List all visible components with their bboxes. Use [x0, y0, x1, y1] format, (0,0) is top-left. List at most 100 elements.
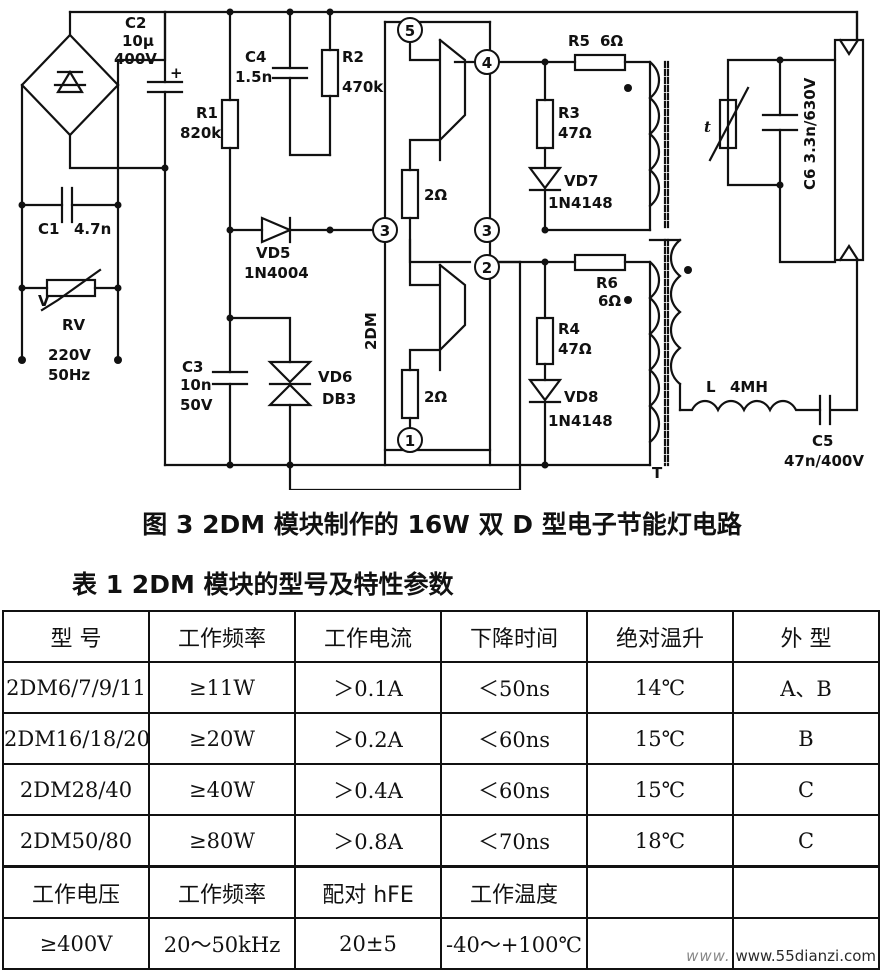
label-vd7-part: 1N4148 [548, 194, 613, 212]
label-vd8-part: 1N4148 [548, 412, 613, 430]
label-r-emitter-upper: 2Ω [424, 186, 447, 204]
label-vd6: VD6 [318, 368, 353, 386]
label-inductor: L [706, 378, 716, 396]
label-thermistor: t [704, 118, 711, 136]
label-c3: C3 [182, 358, 203, 376]
label-r3-value: 47Ω [558, 124, 592, 142]
label-c4-value: 1.5n [235, 68, 272, 86]
table-cell: -40～+100℃ [440, 917, 588, 970]
label-c3-voltage: 50V [180, 396, 213, 414]
table-cell: ≥20W [148, 712, 296, 765]
label-r5-value: 6Ω [600, 32, 623, 50]
watermark-site: www.55dianzi.com [735, 947, 876, 965]
label-c2-value: 10μ [122, 32, 154, 50]
label-c1-value: 4.7n [74, 220, 111, 238]
table-cell: ≥11W [148, 661, 296, 714]
table-header-row: 型 号 工作频率 工作电流 下降时间 绝对温升 外 型 [2, 610, 880, 663]
label-r5: R5 [568, 32, 590, 50]
table-cell: ＞0.8A [294, 814, 442, 868]
watermark-www: www. [686, 947, 731, 965]
table-cell: 20±5 [294, 917, 442, 970]
table-cell: 2DM28/40 [2, 763, 150, 816]
label-c2-plus: + [170, 64, 183, 82]
table-title: 表 1 2DM 模块的型号及特性参数 [72, 570, 454, 599]
label-c4: C4 [245, 48, 266, 66]
table-cell: ＜50ns [440, 661, 588, 714]
table-cell: ≥40W [148, 763, 296, 816]
pin-3-left: 3 [380, 222, 390, 240]
header-cell: 下降时间 [440, 610, 588, 663]
label-r1: R1 [196, 104, 218, 122]
table-cell: ＜60ns [440, 763, 588, 816]
table-cell: C [732, 814, 880, 868]
label-c3-value: 10n [180, 376, 212, 394]
table-cell: 14℃ [586, 661, 734, 714]
label-c5: C5 [812, 432, 833, 450]
header-cell: 工作频率 [148, 865, 296, 919]
label-vd6-part: DB3 [322, 390, 356, 408]
label-r4-value: 47Ω [558, 340, 592, 358]
table-cell: 2DM6/7/9/11 [2, 661, 150, 714]
pin-2: 2 [482, 259, 492, 277]
label-rv-mark: V [38, 292, 50, 310]
header-cell: 工作温度 [440, 865, 588, 919]
table-cell: ＞0.2A [294, 712, 442, 765]
table-cell: A、B [732, 661, 880, 714]
table-row: 2DM6/7/9/11 ≥11W ＞0.1A ＜50ns 14℃ A、B [2, 661, 880, 714]
table-row: 2DM28/40 ≥40W ＞0.4A ＜60ns 15℃ C [2, 763, 880, 816]
label-c6: C6 3.3n/630V [801, 77, 819, 190]
table-cell: B [732, 712, 880, 765]
label-mains-voltage: 220V [48, 346, 91, 364]
label-r-emitter-lower: 2Ω [424, 388, 447, 406]
label-r4: R4 [558, 320, 580, 338]
label-r3: R3 [558, 104, 580, 122]
table-cell: ≥400V [2, 917, 150, 970]
table-cell: 15℃ [586, 712, 734, 765]
header-cell [586, 865, 734, 919]
table-cell: ≥80W [148, 814, 296, 868]
label-c2: C2 [125, 14, 146, 32]
label-vd5: VD5 [256, 244, 291, 262]
header-cell: 工作频率 [148, 610, 296, 663]
label-c2-voltage: 400V [114, 50, 157, 68]
table-header-row-2: 工作电压 工作频率 配对 hFE 工作温度 [2, 865, 880, 919]
pin-1: 1 [405, 432, 415, 450]
table-row: ≥400V 20～50kHz 20±5 -40～+100℃ [2, 917, 880, 970]
label-vd8: VD8 [564, 388, 599, 406]
header-cell: 型 号 [2, 610, 150, 663]
table-cell: C [732, 763, 880, 816]
header-cell: 工作电流 [294, 610, 442, 663]
watermark: www. www.55dianzi.com [686, 947, 876, 965]
label-inductor-value: 4MH [730, 378, 768, 396]
label-module: 2DM [362, 312, 380, 350]
table-row: 2DM16/18/20 ≥20W ＞0.2A ＜60ns 15℃ B [2, 712, 880, 765]
table-cell: ＜60ns [440, 712, 588, 765]
label-mains-frequency: 50Hz [48, 366, 90, 384]
table-cell: 2DM16/18/20 [2, 712, 150, 765]
pin-4: 4 [482, 54, 492, 72]
label-c1: C1 [38, 220, 59, 238]
label-r2: R2 [342, 48, 364, 66]
label-r1-value: 820k [180, 124, 222, 142]
header-cell: 工作电压 [2, 865, 150, 919]
table-cell: ＞0.1A [294, 661, 442, 714]
table-cell: ＞0.4A [294, 763, 442, 816]
label-vd7: VD7 [564, 172, 599, 190]
table-cell: 20～50kHz [148, 917, 296, 970]
label-vd5-part: 1N4004 [244, 264, 309, 282]
label-r2-value: 470k [342, 78, 384, 96]
table-cell: 18℃ [586, 814, 734, 868]
spec-table: 型 号 工作频率 工作电流 下降时间 绝对温升 外 型 2DM6/7/9/11 … [2, 610, 880, 970]
figure-caption: 图 3 2DM 模块制作的 16W 双 D 型电子节能灯电路 [142, 510, 742, 539]
header-cell [732, 865, 880, 919]
label-c5-value: 47n/400V [784, 452, 864, 470]
table-row: 2DM50/80 ≥80W ＞0.8A ＜70ns 18℃ C [2, 814, 880, 868]
table-cell: 15℃ [586, 763, 734, 816]
table-cell: ＜70ns [440, 814, 588, 868]
header-cell: 配对 hFE [294, 865, 442, 919]
label-transformer: T [652, 464, 663, 482]
header-cell: 外 型 [732, 610, 880, 663]
pin-3-right: 3 [482, 222, 492, 240]
circuit-diagram: 5 4 3 3 2 1 C2 10μ 400V + C4 1.5n R2 470… [18, 8, 864, 490]
header-cell: 绝对温升 [586, 610, 734, 663]
